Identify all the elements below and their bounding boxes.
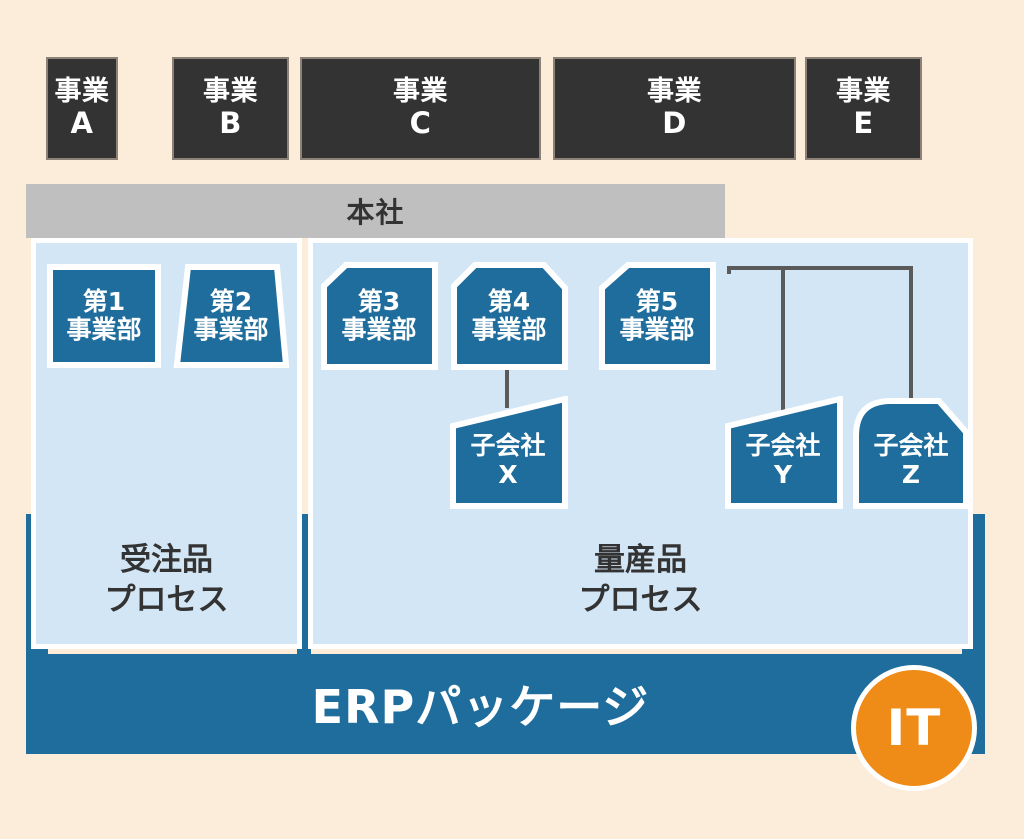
business-box-a-line1: 事業 <box>54 76 110 108</box>
division-card-1: 第1 事業部 <box>47 264 161 368</box>
process-label-made-to-order: 受注品 プロセス <box>104 542 229 618</box>
business-box-b-line1: 事業 <box>203 76 258 108</box>
subsidiary-card-x: 子会社 X <box>448 396 568 509</box>
subsidiary-y-shape <box>725 396 843 509</box>
subsidiary-card-y: 子会社 Y <box>723 396 843 509</box>
business-box-e-line2: E <box>853 106 874 141</box>
division-card-5: 第5 事業部 <box>598 262 716 370</box>
business-box-d-line2: D <box>662 106 687 141</box>
division-3-shape <box>321 262 438 370</box>
division-card-4: 第4 事業部 <box>450 262 568 370</box>
headquarters-bar: 本社 <box>26 184 725 238</box>
connector-div5-bus-horizontal <box>727 266 913 270</box>
subsidiary-z-shape <box>853 398 969 509</box>
connector-div4-to-subsidiary-x <box>505 368 509 408</box>
business-box-e-line1: 事業 <box>836 76 891 108</box>
division-4-shape <box>451 262 568 370</box>
business-box-c: 事業 C <box>300 57 541 160</box>
business-box-b: 事業 B <box>172 57 289 160</box>
subsidiary-x-shape <box>450 396 568 509</box>
business-box-b-line2: B <box>219 106 242 141</box>
connector-div5-to-subsidiary-y <box>781 266 785 422</box>
business-box-c-line2: C <box>409 106 432 141</box>
headquarters-label: 本社 <box>346 196 405 229</box>
division-2-shape <box>173 264 289 368</box>
process-label-mass-production: 量産品 プロセス <box>578 542 703 618</box>
division-card-3: 第3 事業部 <box>320 262 438 370</box>
business-box-d: 事業 D <box>553 57 796 160</box>
division-card-2: 第2 事業部 <box>173 264 289 368</box>
erp-bar: ERPパッケージ <box>26 654 985 754</box>
erp-label: ERPパッケージ <box>311 680 650 734</box>
it-badge: IT <box>851 665 977 791</box>
business-box-a-line2: A <box>70 106 94 141</box>
business-box-d-line1: 事業 <box>647 76 702 108</box>
connector-div5-bus-stub <box>727 266 731 274</box>
division-5-shape <box>599 262 716 370</box>
division-1-shape <box>47 264 161 368</box>
business-box-c-line1: 事業 <box>393 76 448 108</box>
business-box-e: 事業 E <box>805 57 922 160</box>
it-badge-label: IT <box>886 699 942 757</box>
subsidiary-card-z: 子会社 Z <box>851 396 971 509</box>
connector-div5-to-subsidiary-z <box>909 266 913 408</box>
business-box-a: 事業 A <box>46 57 118 160</box>
